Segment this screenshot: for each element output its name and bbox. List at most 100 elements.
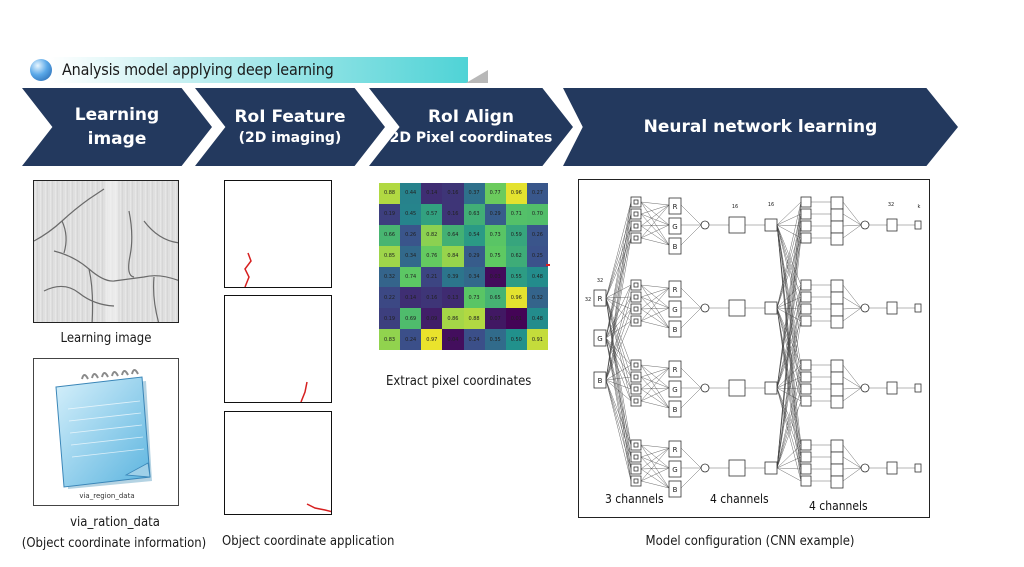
notepad-file-panel: via_region_data — [33, 358, 179, 506]
heatmap-cell: 0.82 — [421, 224, 443, 246]
connection-line — [842, 467, 862, 470]
rgb-node-label: B — [673, 243, 678, 251]
data-caption-line2: (Object coordinate information) — [21, 536, 207, 551]
channel-label-1: 3 channels — [605, 492, 664, 506]
feature-map-inner — [633, 211, 639, 217]
connection-line — [640, 284, 670, 329]
pool-box — [728, 459, 746, 477]
connection-line — [605, 297, 632, 446]
connection-line — [640, 213, 670, 246]
connection-line — [605, 297, 632, 402]
connection-line — [842, 224, 862, 239]
connection-line — [776, 307, 802, 458]
connection-line — [842, 307, 862, 322]
conv-box — [830, 395, 844, 409]
heatmap-cell: 0.96 — [505, 287, 527, 309]
connection-line — [640, 444, 670, 449]
connection-line — [640, 376, 670, 409]
connection-line — [640, 447, 670, 470]
output-small — [914, 383, 922, 393]
connection-line — [776, 307, 802, 310]
conv-box — [830, 220, 844, 234]
heatmap-cell: 0.07 — [484, 308, 506, 330]
rgb-node-label: G — [672, 386, 677, 394]
heatmap-cell: 0.77 — [484, 183, 506, 204]
heatmap-cell: 0.65 — [484, 287, 506, 309]
feature-box — [764, 301, 778, 315]
connection-line — [605, 337, 632, 390]
connection-line — [640, 388, 670, 409]
connection-line — [776, 224, 802, 227]
connection-line — [605, 225, 632, 381]
output-small — [914, 303, 922, 313]
sum-node-2 — [860, 303, 870, 313]
feature-map-inner — [633, 398, 639, 404]
connection-line — [776, 224, 802, 322]
connection-line — [776, 307, 802, 482]
connection-line — [776, 467, 802, 470]
roi-box-3 — [224, 411, 332, 515]
connection-line — [605, 237, 632, 299]
connection-line — [605, 213, 632, 339]
connection-line — [776, 224, 802, 390]
heatmap-cell: 0.97 — [421, 329, 443, 350]
connection-line — [842, 387, 862, 390]
learning-image-photo — [33, 180, 179, 323]
crack-lines — [34, 181, 178, 322]
connection-line — [605, 296, 632, 299]
heatmap-cell: 0.54 — [463, 224, 485, 246]
connection-line — [680, 367, 702, 389]
connection-line — [776, 224, 802, 482]
connection-line — [680, 467, 702, 489]
heatmap-cell: 0.16 — [442, 203, 464, 225]
heatmap-cell: 0.85 — [379, 245, 401, 267]
feature-map-small-2 — [800, 475, 812, 487]
connection-line — [842, 284, 862, 309]
step-3-line1: RoI Align — [427, 107, 515, 127]
roi-crack-3 — [306, 503, 331, 513]
heatmap-cell: 0.27 — [526, 183, 548, 204]
conv-box — [830, 303, 844, 317]
heatmap-cell: 0.83 — [379, 329, 401, 350]
step-2-line2: (2D imaging) — [238, 130, 342, 146]
input-node-label: B — [598, 377, 603, 385]
heatmap-cell: 0.35 — [484, 329, 506, 350]
rgb-node-label: R — [673, 286, 678, 294]
connection-line — [640, 307, 670, 322]
connection-line — [842, 213, 862, 226]
feature-map-inner — [633, 235, 639, 241]
connection-line — [605, 296, 632, 339]
rgb-node — [668, 237, 682, 255]
step-roi-align: RoI Align 2D Pixel coordinates — [369, 88, 573, 166]
heatmap-cell: 0.91 — [526, 329, 548, 350]
heatmap-cell: 0.63 — [463, 203, 485, 225]
connection-line — [640, 320, 670, 329]
connection-line — [640, 447, 670, 458]
connection-line — [605, 320, 632, 381]
rgb-node-label: G — [672, 466, 677, 474]
connection-line — [605, 297, 632, 390]
rgb-node — [668, 300, 682, 318]
connection-line — [640, 225, 670, 246]
heatmap-cell: 0.48 — [526, 266, 548, 288]
rgb-node — [668, 480, 682, 498]
input-node-label: G — [597, 335, 602, 343]
dim-label: 16 — [768, 202, 774, 208]
heatmap-cell: 0.64 — [442, 224, 464, 246]
connection-line — [640, 237, 670, 246]
connection-line — [842, 467, 862, 482]
connection-line — [776, 224, 802, 298]
step-learning-image: Learning image — [22, 88, 212, 166]
rgb-node — [668, 197, 682, 215]
feature-map-small-2 — [800, 232, 812, 244]
connection-line — [640, 364, 670, 389]
section-title: Analysis model applying deep learning — [62, 60, 334, 79]
sum-node — [700, 303, 710, 313]
connection-line — [842, 201, 862, 226]
connection-line — [605, 308, 632, 339]
connection-line — [776, 224, 802, 378]
rgb-node — [668, 440, 682, 458]
heatmap-cell: 0.69 — [400, 308, 422, 330]
conv-box — [830, 439, 844, 453]
conv-box — [830, 383, 844, 397]
